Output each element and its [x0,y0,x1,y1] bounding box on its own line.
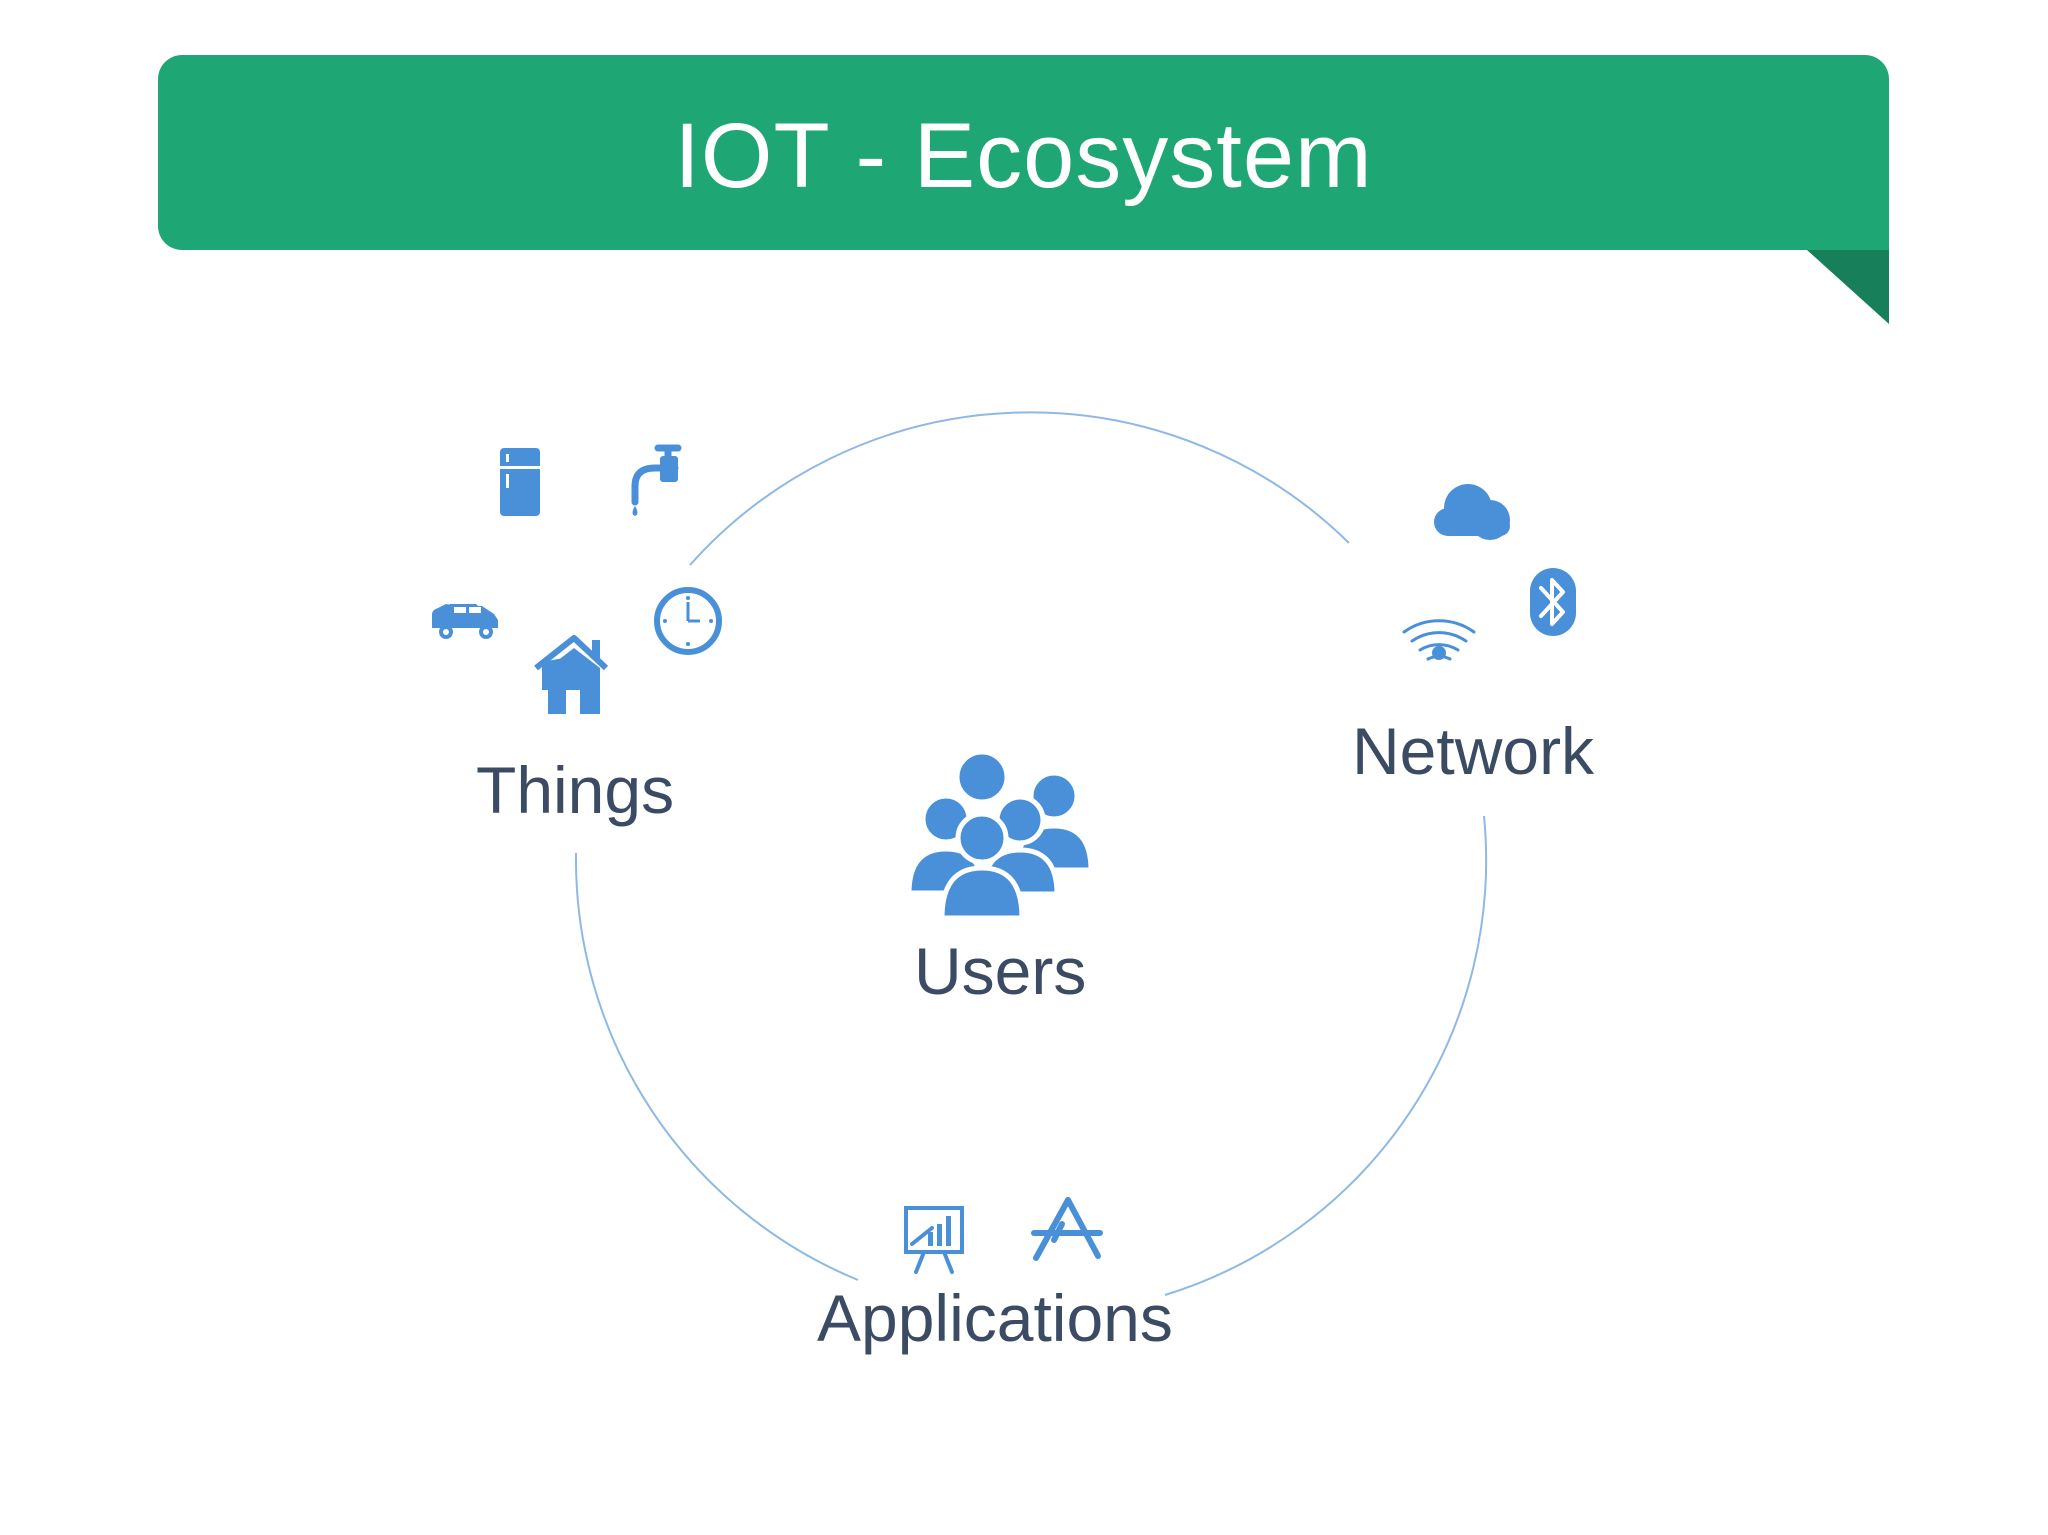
network-label: Network [1352,714,1595,788]
things-label: Things [476,753,675,827]
ring-arc-left [574,852,859,1281]
clock-icon [654,587,722,655]
banner-fold [1807,250,1889,324]
app-store-icon [1031,1197,1103,1261]
applications-label: Applications [817,1281,1173,1355]
cloud-icon [1434,484,1510,540]
presentation-chart-icon [904,1206,964,1274]
faucet-icon [631,444,682,516]
users-label: Users [914,934,1087,1008]
fridge-icon [500,448,540,516]
wifi-icon [1402,619,1476,661]
house-icon [534,635,609,714]
title-banner: IOT - Ecosystem [158,55,1889,250]
car-icon [432,604,498,639]
users-group-icon [906,749,1094,921]
ring-arc-top [689,411,1350,566]
slide-title: IOT - Ecosystem [674,105,1373,207]
bluetooth-icon [1530,568,1576,636]
ring-arc-right [1164,815,1488,1296]
